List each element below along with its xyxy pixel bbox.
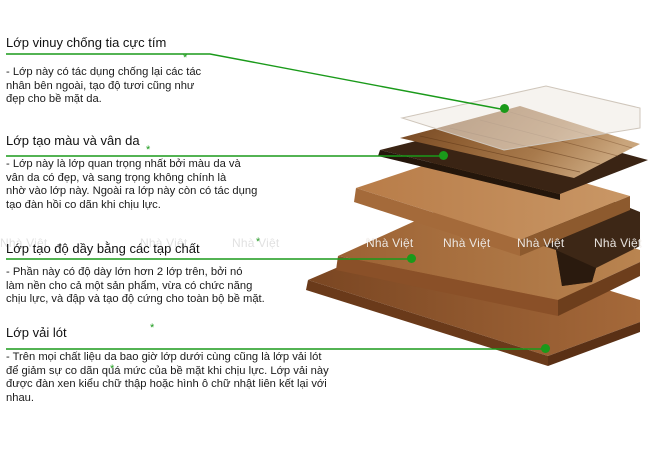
layer-title-fabric: Lớp vải lót (6, 325, 67, 340)
watermark-text: Nhà Việt (366, 236, 414, 250)
uv-vinyl-layer (400, 85, 641, 151)
pointer-marker-icon (407, 254, 416, 263)
dark-profile (520, 200, 640, 286)
asterisk-icon: * (256, 236, 261, 248)
pointer-marker-icon (439, 151, 448, 160)
layer-description-uv: - Lớp này có tác dụng chống lại các tác … (6, 66, 202, 106)
asterisk-icon: * (146, 144, 151, 156)
asterisk-icon: * (150, 322, 155, 334)
watermark-text: Nhà Việt (140, 236, 188, 250)
tan-layer (354, 150, 630, 256)
watermark-text: Nhà Việt (0, 236, 48, 250)
pointer-marker-icon (500, 104, 509, 113)
layer-description-color: - Lớp này là lớp quan trọng nhất bởi màu… (6, 158, 258, 211)
layer-title-thickness: Lớp tạo độ dầy bằng các tạp chất (6, 241, 200, 256)
watermark-text: Nhà Việt (517, 236, 565, 250)
pointer-lines (6, 53, 546, 350)
watermark-text: Nhà Việt (594, 236, 642, 250)
pointer-marker-icon (541, 344, 550, 353)
watermark-text: Nhà Việt (232, 236, 280, 250)
asterisk-icon: * (183, 52, 188, 64)
layer-title-uv: Lớp vinuy chống tia cực tím (6, 35, 167, 50)
watermark-text: Nhà Việt (443, 236, 491, 250)
asterisk-icon: * (110, 363, 115, 375)
layer-description-thickness: - Phần này có độ dày lớn hơn 2 lớp trên,… (6, 266, 265, 306)
layer-description-fabric: - Trên mọi chất liệu da bao giờ lớp dưới… (6, 351, 329, 404)
layer-title-color: Lớp tạo màu và vân da (6, 133, 140, 148)
